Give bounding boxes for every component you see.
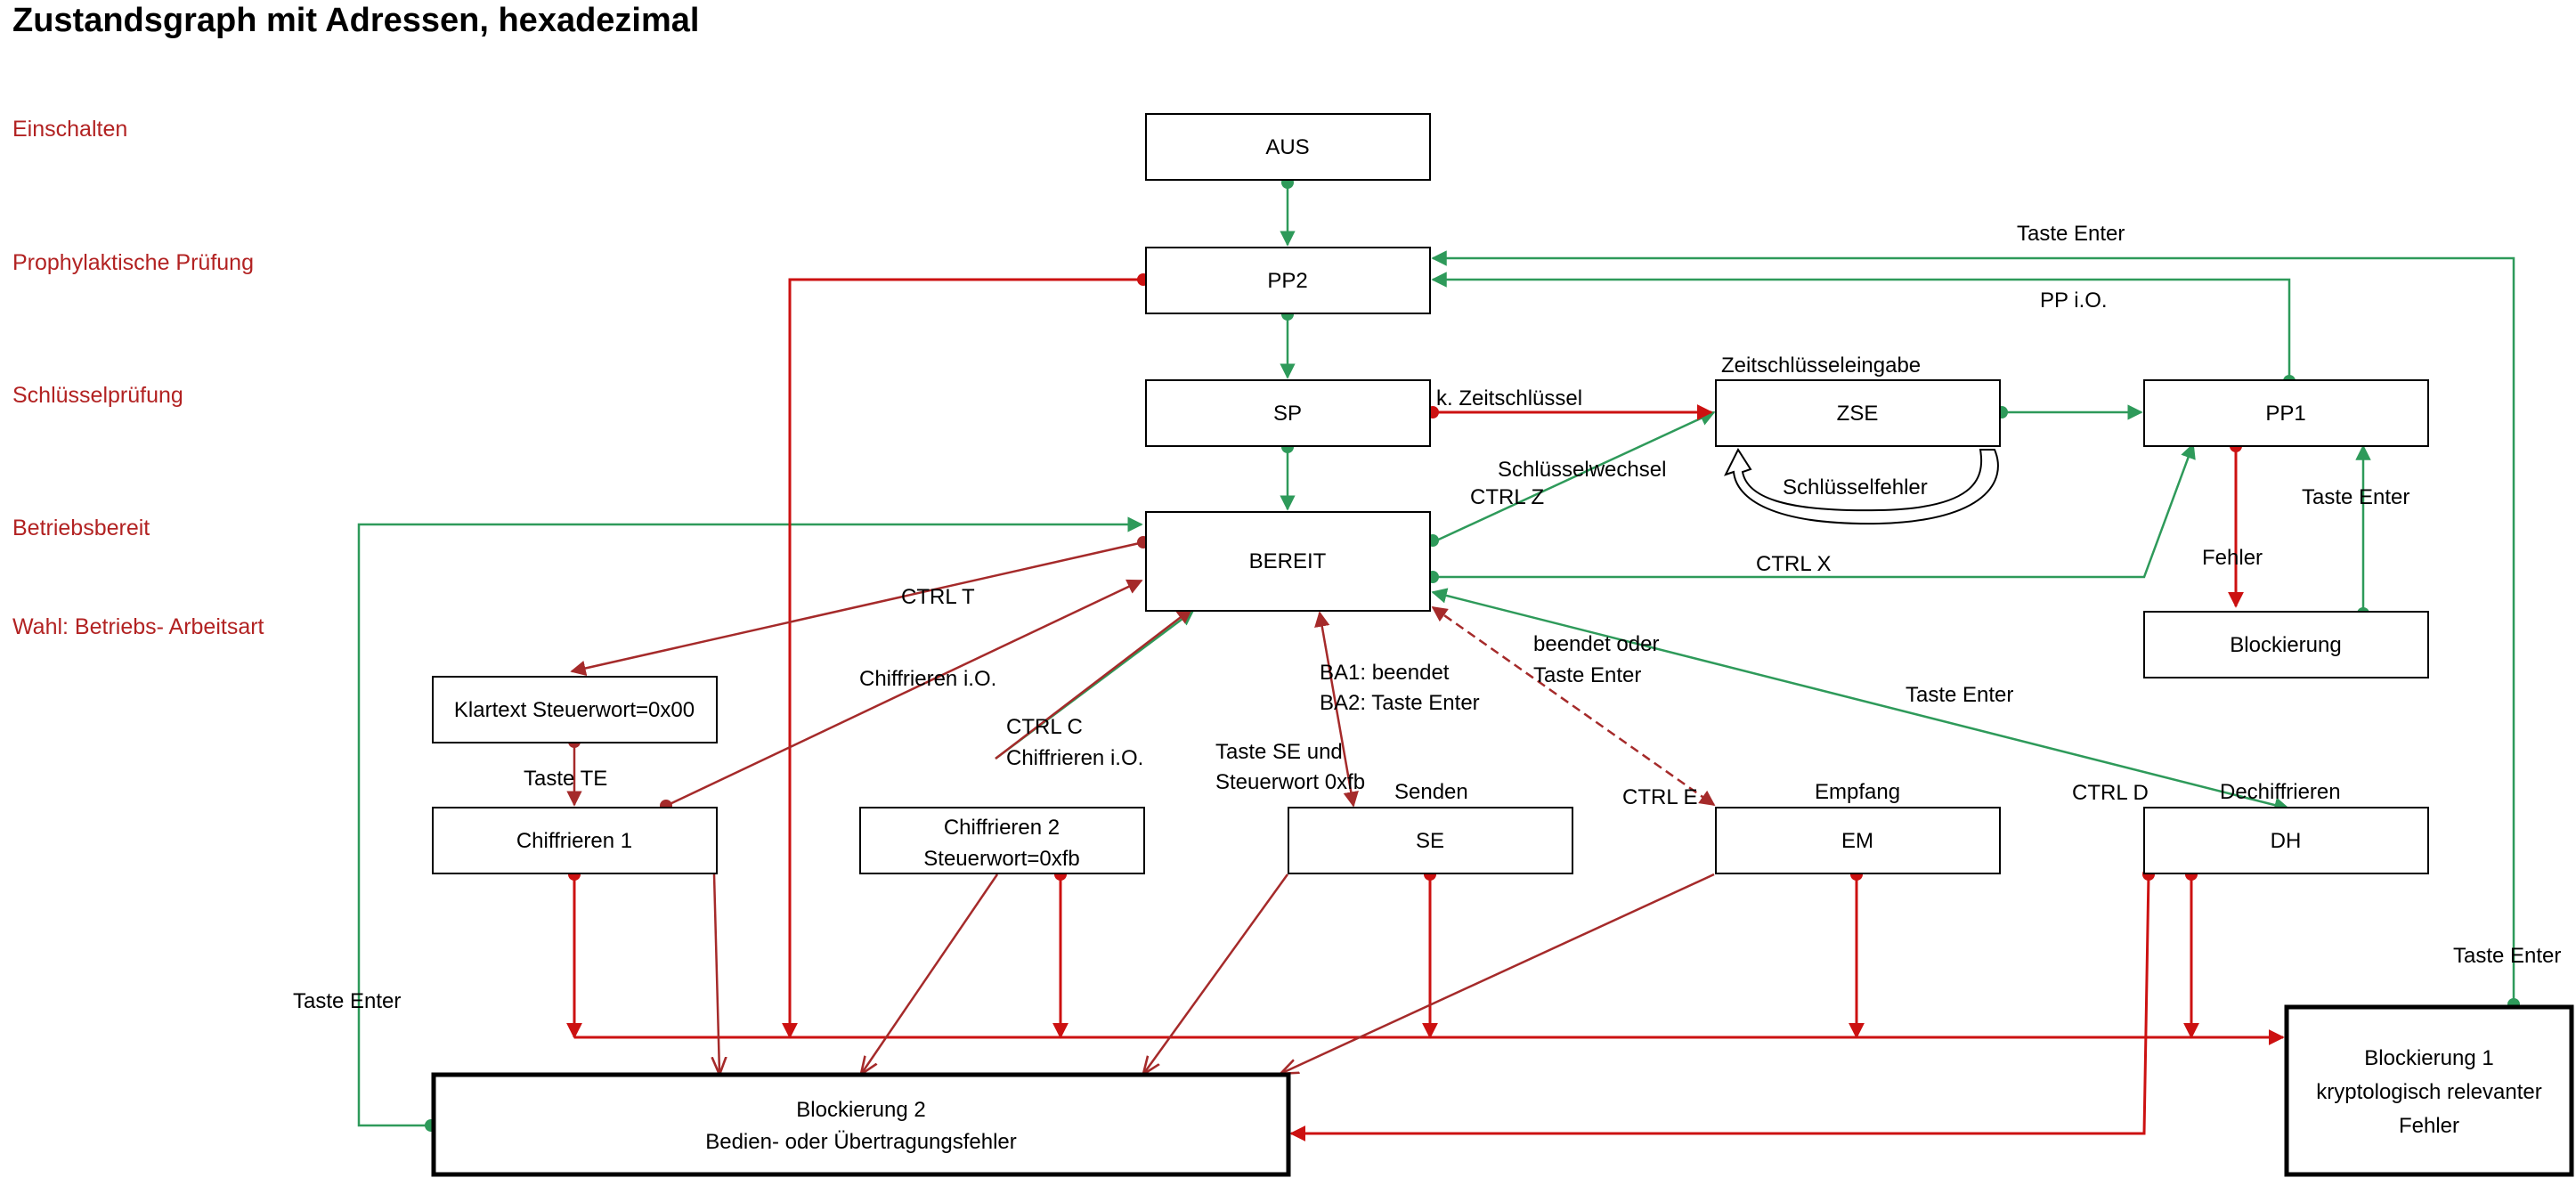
diagram-title: Zustandsgraph mit Adressen, hexadezimal bbox=[12, 2, 700, 39]
state-pp1: PP1 bbox=[2143, 379, 2429, 447]
svg-text:EM: EM bbox=[1841, 829, 1873, 853]
svg-text:kryptologisch relevanter: kryptologisch relevanter bbox=[2316, 1080, 2541, 1104]
state-blockierung-1: Blockierung 1 kryptologisch relevanter F… bbox=[2284, 1004, 2574, 1177]
label-ba2: BA2: Taste Enter bbox=[1320, 691, 1480, 715]
label-ctrl-c: CTRL C bbox=[1006, 715, 1083, 739]
label-ctrl-t: CTRL T bbox=[901, 585, 975, 609]
state-em: EM bbox=[1715, 807, 2001, 874]
state-dh: DH bbox=[2143, 807, 2429, 874]
label-beendet-oder: beendet oder bbox=[1533, 632, 1659, 656]
svg-text:DH: DH bbox=[2271, 829, 2302, 853]
state-bereit: BEREIT bbox=[1145, 511, 1431, 612]
label-taste-se-1: Taste SE und bbox=[1215, 740, 1343, 764]
svg-text:SE: SE bbox=[1416, 829, 1444, 853]
svg-text:Blockierung 2: Blockierung 2 bbox=[796, 1098, 925, 1122]
label-ctrl-e: CTRL E bbox=[1622, 785, 1697, 809]
svg-text:AUS: AUS bbox=[1265, 135, 1309, 159]
state-zse: ZSE bbox=[1715, 379, 2001, 447]
label-ba1: BA1: beendet bbox=[1320, 661, 1450, 685]
caption-zse: Zeitschlüsseleingabe bbox=[1721, 353, 1921, 378]
label-schluesselwechsel: Schlüsselwechsel bbox=[1498, 458, 1666, 482]
label-fehler: Fehler bbox=[2202, 546, 2263, 570]
state-aus: AUS bbox=[1145, 113, 1431, 181]
darkred-transitions bbox=[566, 540, 1716, 1073]
red-transitions bbox=[566, 278, 2285, 1141]
lane-einschalten: Einschalten bbox=[12, 117, 128, 142]
state-pp2: PP2 bbox=[1145, 247, 1431, 314]
lane-betriebsbereit: Betriebsbereit bbox=[12, 516, 150, 540]
state-blockierung: Blockierung bbox=[2143, 611, 2429, 678]
svg-text:Klartext Steuerwort=0x00: Klartext Steuerwort=0x00 bbox=[454, 698, 695, 722]
lane-wahl-betriebsart: Wahl: Betriebs- Arbeitsart bbox=[12, 614, 264, 639]
state-sp: SP bbox=[1145, 379, 1431, 447]
label-chiffrieren-io: Chiffrieren i.O. bbox=[859, 667, 996, 691]
label-taste-enter-em: Taste Enter bbox=[1533, 663, 1641, 687]
state-chiffrieren-2: Chiffrieren 2 Steuerwort=0xfb bbox=[859, 807, 1145, 874]
svg-text:Chiffrieren 2: Chiffrieren 2 bbox=[944, 816, 1060, 840]
caption-em: Empfang bbox=[1815, 780, 1900, 804]
label-chiffrieren-io-2: Chiffrieren i.O. bbox=[1006, 746, 1143, 770]
label-pp-io: PP i.O. bbox=[2040, 288, 2108, 313]
svg-text:BEREIT: BEREIT bbox=[1249, 549, 1327, 573]
svg-text:Blockierung 1: Blockierung 1 bbox=[2364, 1046, 2493, 1070]
caption-dh: Dechiffrieren bbox=[2220, 780, 2341, 804]
label-taste-enter-pp1: Taste Enter bbox=[2302, 485, 2409, 509]
svg-text:Steuerwort=0xfb: Steuerwort=0xfb bbox=[923, 847, 1079, 871]
lane-prophylaktische-pruefung: Prophylaktische Prüfung bbox=[12, 250, 254, 275]
label-ctrl-d: CTRL D bbox=[2072, 781, 2149, 805]
label-taste-enter-left: Taste Enter bbox=[293, 989, 401, 1013]
label-schluesselfehler: Schlüsselfehler bbox=[1783, 475, 1928, 500]
state-chiffrieren-1: Chiffrieren 1 bbox=[432, 807, 718, 874]
state-se: SE bbox=[1288, 807, 1573, 874]
svg-text:ZSE: ZSE bbox=[1837, 402, 1879, 426]
svg-text:PP1: PP1 bbox=[2265, 402, 2305, 426]
state-blockierung-2: Blockierung 2 Bedien- oder Übertragungsf… bbox=[431, 1072, 1291, 1177]
label-taste-se-2: Steuerwort 0xfb bbox=[1215, 770, 1365, 794]
caption-se: Senden bbox=[1394, 780, 1468, 804]
label-taste-te: Taste TE bbox=[524, 767, 607, 791]
svg-text:Fehler: Fehler bbox=[2399, 1114, 2459, 1138]
label-k-zeitschluessel: k. Zeitschlüssel bbox=[1436, 386, 1582, 410]
svg-text:Blockierung: Blockierung bbox=[2230, 633, 2341, 657]
svg-text:Chiffrieren 1: Chiffrieren 1 bbox=[516, 829, 632, 853]
lane-schluesselpruefung: Schlüsselprüfung bbox=[12, 383, 183, 408]
label-taste-enter-top: Taste Enter bbox=[2017, 222, 2125, 246]
schluesselfehler-loop bbox=[1724, 447, 1999, 525]
state-klartext: Klartext Steuerwort=0x00 bbox=[432, 676, 718, 743]
svg-text:PP2: PP2 bbox=[1267, 269, 1307, 293]
label-ctrl-x: CTRL X bbox=[1756, 552, 1831, 576]
label-ctrl-z: CTRL Z bbox=[1470, 485, 1544, 509]
label-taste-enter-dh: Taste Enter bbox=[1906, 683, 2013, 707]
svg-text:SP: SP bbox=[1273, 402, 1302, 426]
label-taste-enter-right: Taste Enter bbox=[2453, 944, 2561, 968]
svg-text:Bedien- oder Übertragungsfehle: Bedien- oder Übertragungsfehler bbox=[705, 1130, 1017, 1154]
